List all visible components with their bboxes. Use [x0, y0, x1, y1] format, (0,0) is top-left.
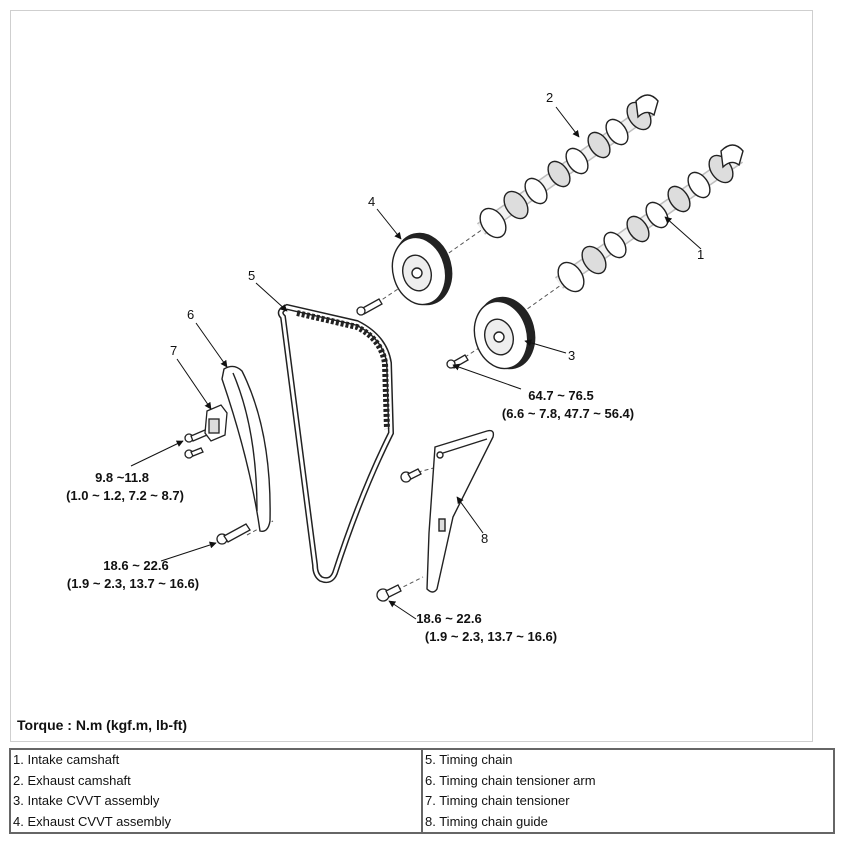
exhaust-camshaft — [476, 94, 659, 239]
timing-chain-tensioner — [204, 404, 228, 442]
legend-item: 7. Timing chain tensioner — [425, 793, 570, 808]
torque-guide-line1: 18.6 ~ 22.6 — [416, 611, 481, 626]
timing-chain-guide — [426, 429, 495, 593]
diagram-drawing: 2 1 4 3 5 6 7 8 64.7 ~ 76.5 (6.6 ~ 7.8, … — [66, 90, 744, 644]
callout-7: 7 — [170, 343, 177, 358]
legend-item: 1. Intake camshaft — [13, 752, 120, 767]
callout-4: 4 — [368, 194, 375, 209]
timing-chain — [277, 303, 395, 584]
torque-unit-note: Torque : N.m (kgf.m, lb-ft) — [17, 717, 188, 733]
callout-3: 3 — [568, 348, 575, 363]
parts-legend-table: 1. Intake camshaft 2. Exhaust camshaft 3… — [9, 748, 835, 834]
legend-item: 5. Timing chain — [425, 752, 513, 767]
timing-chain-tensioner-arm — [221, 365, 271, 532]
torque-arm-line2: (1.9 ~ 2.3, 13.7 ~ 16.6) — [67, 576, 199, 591]
legend-item: 2. Exhaust camshaft — [13, 772, 131, 788]
callout-5: 5 — [248, 268, 255, 283]
torque-arm-line1: 18.6 ~ 22.6 — [103, 558, 168, 573]
callout-1: 1 — [697, 247, 704, 262]
legend-item: 4. Exhaust CVVT assembly — [13, 813, 171, 829]
torque-tensioner-line2: (1.0 ~ 1.2, 7.2 ~ 8.7) — [66, 488, 184, 503]
torque-tensioner-line1: 9.8 ~11.8 — [95, 470, 149, 485]
legend-item: 8. Timing chain guide — [425, 813, 548, 829]
legend-column-left: 1. Intake camshaft 2. Exhaust camshaft 3… — [11, 750, 421, 832]
torque-cvvt-line2: (6.6 ~ 7.8, 47.7 ~ 56.4) — [502, 406, 634, 421]
intake-camshaft — [554, 144, 744, 293]
bolts — [184, 298, 469, 602]
timing-system-diagram: 2 1 4 3 5 6 7 8 64.7 ~ 76.5 (6.6 ~ 7.8, … — [10, 10, 813, 742]
legend-item: 3. Intake CVVT assembly — [13, 793, 160, 808]
legend-item: 6. Timing chain tensioner arm — [425, 772, 596, 788]
torque-cvvt-line1: 64.7 ~ 76.5 — [528, 388, 593, 403]
callout-2: 2 — [546, 90, 553, 105]
intake-cvvt-assembly — [473, 296, 536, 370]
leader-lines — [130, 106, 702, 620]
legend-column-right: 5. Timing chain 6. Timing chain tensione… — [421, 750, 833, 832]
torque-guide-line2: (1.9 ~ 2.3, 13.7 ~ 16.6) — [425, 629, 557, 644]
callout-8: 8 — [481, 531, 488, 546]
exhaust-cvvt-assembly — [391, 232, 453, 306]
callout-6: 6 — [187, 307, 194, 322]
